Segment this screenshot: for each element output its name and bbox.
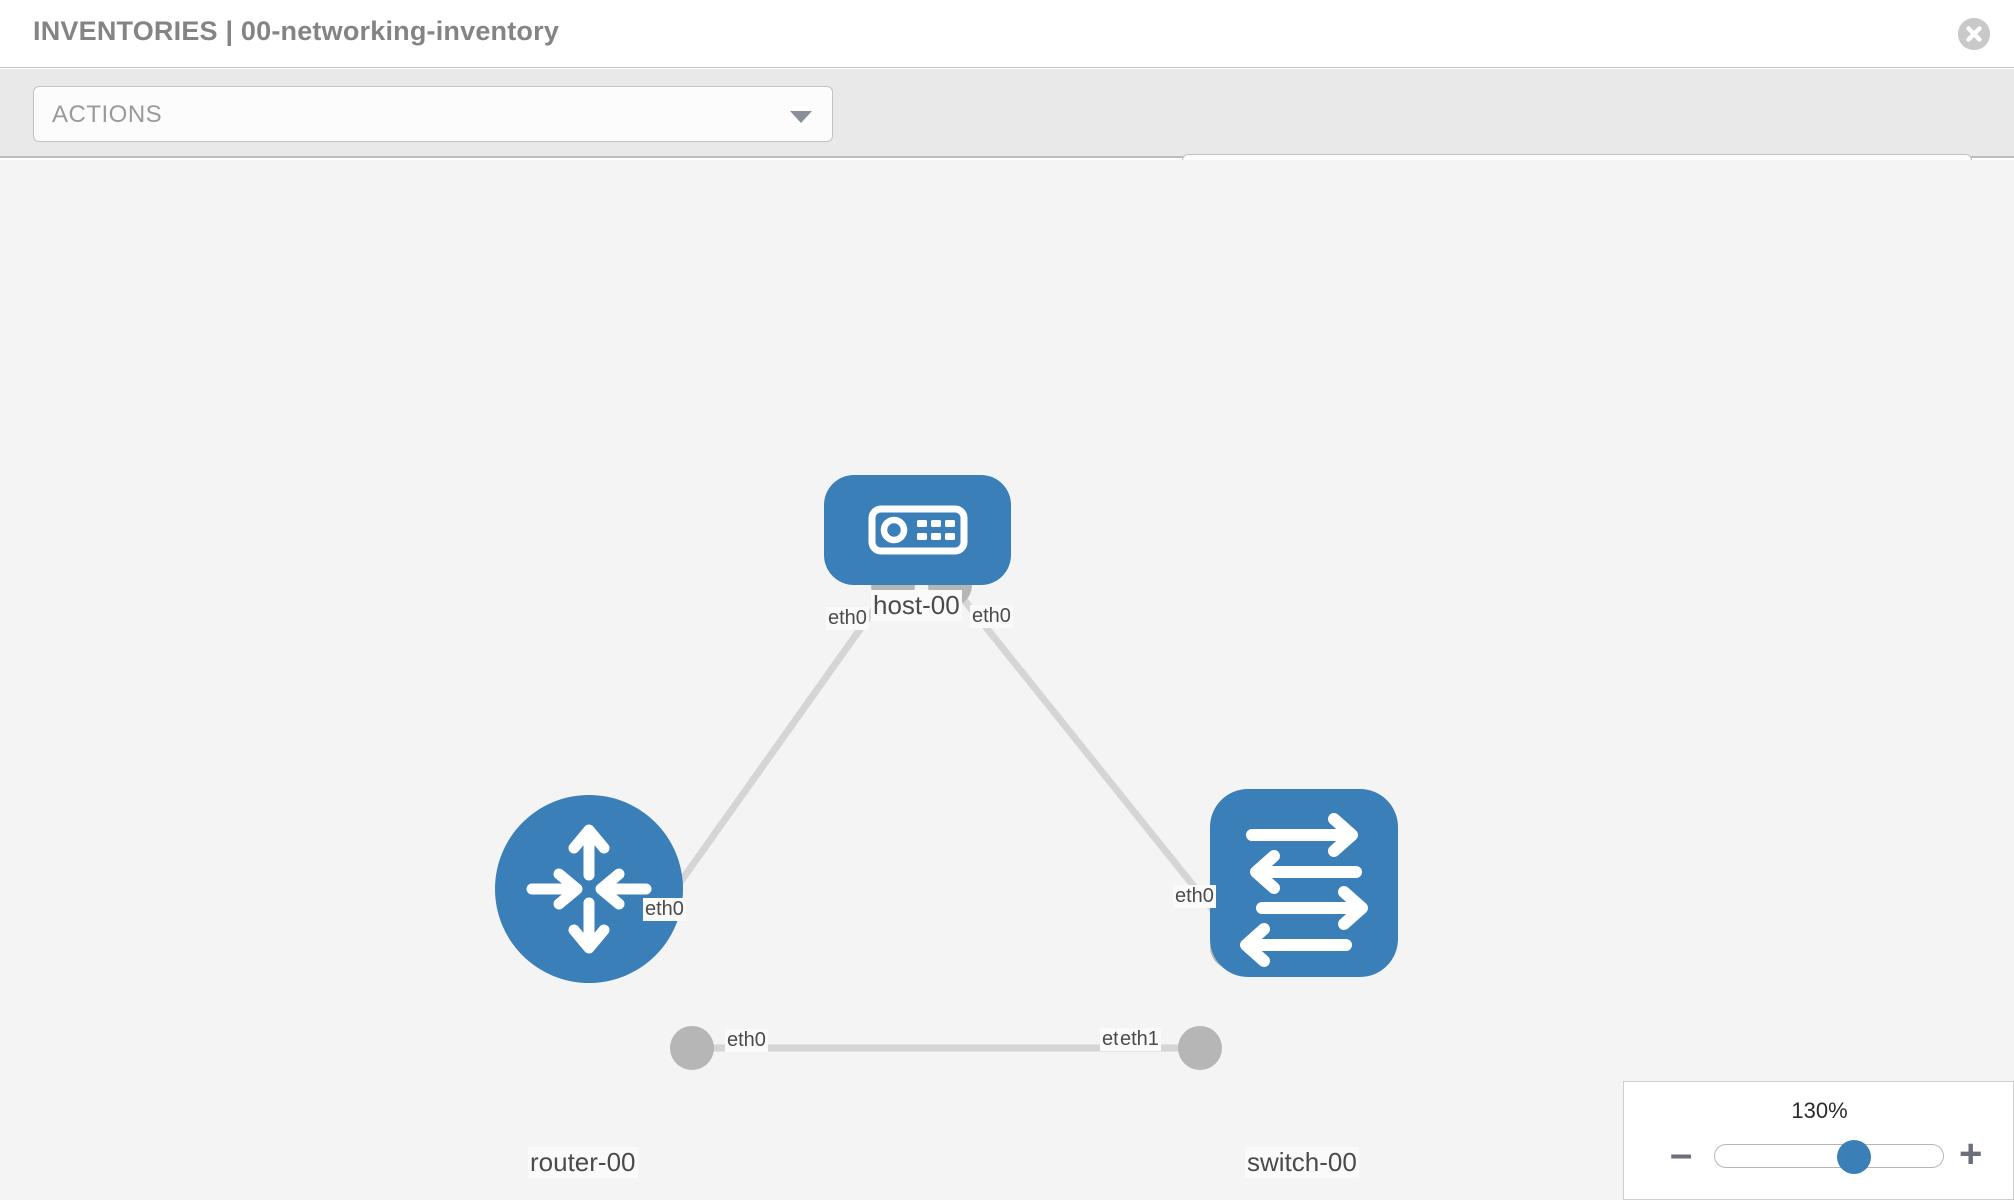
interface-label: eth0 xyxy=(1173,885,1216,908)
topology-graph xyxy=(495,475,1398,1070)
interface-label: eth0 xyxy=(970,605,1013,628)
topology-links xyxy=(622,577,1248,1052)
topology-canvas[interactable]: host-00 router-00 switch-00 eth0 eth0 et… xyxy=(0,160,2014,1200)
node-router-00[interactable] xyxy=(495,795,683,983)
zoom-slider[interactable] xyxy=(1714,1140,1944,1174)
page-title: INVENTORIES | 00-networking-inventory xyxy=(33,16,560,46)
zoom-in-button[interactable]: + xyxy=(1959,1132,1983,1176)
actions-dropdown-label: ACTIONS xyxy=(52,101,163,128)
interface-label: eth0 xyxy=(725,1029,768,1052)
page-header: INVENTORIES | 00-networking-inventory xyxy=(0,0,2014,68)
server-appliance-icon xyxy=(868,505,968,555)
port-switch-west xyxy=(1178,1026,1222,1070)
node-host-00[interactable] xyxy=(824,475,1011,585)
node-label-host-00: host-00 xyxy=(871,590,962,621)
chevron-down-icon xyxy=(790,111,812,123)
node-label-router-00: router-00 xyxy=(528,1147,638,1178)
router-four-arrows-icon xyxy=(526,824,652,954)
switch-arrows-icon xyxy=(1240,813,1368,967)
close-icon[interactable] xyxy=(1958,18,1990,50)
toolbar: ACTIONS SEARCH xyxy=(0,69,2014,210)
interface-label: eth1 xyxy=(1118,1028,1161,1051)
zoom-slider-thumb[interactable] xyxy=(1837,1140,1871,1174)
port-router-east xyxy=(670,1026,714,1070)
zoom-out-button[interactable]: – xyxy=(1670,1132,1693,1176)
topology-ports xyxy=(670,563,1254,1070)
node-label-switch-00: switch-00 xyxy=(1245,1147,1359,1178)
interface-label: eth0 xyxy=(826,607,869,630)
interface-label: eth0 xyxy=(643,898,686,921)
zoom-level-value: 130% xyxy=(1791,1098,1848,1123)
node-switch-00[interactable] xyxy=(1210,789,1398,977)
actions-dropdown[interactable]: ACTIONS xyxy=(33,86,833,142)
zoom-control-panel: 130% – + xyxy=(1623,1081,2014,1200)
